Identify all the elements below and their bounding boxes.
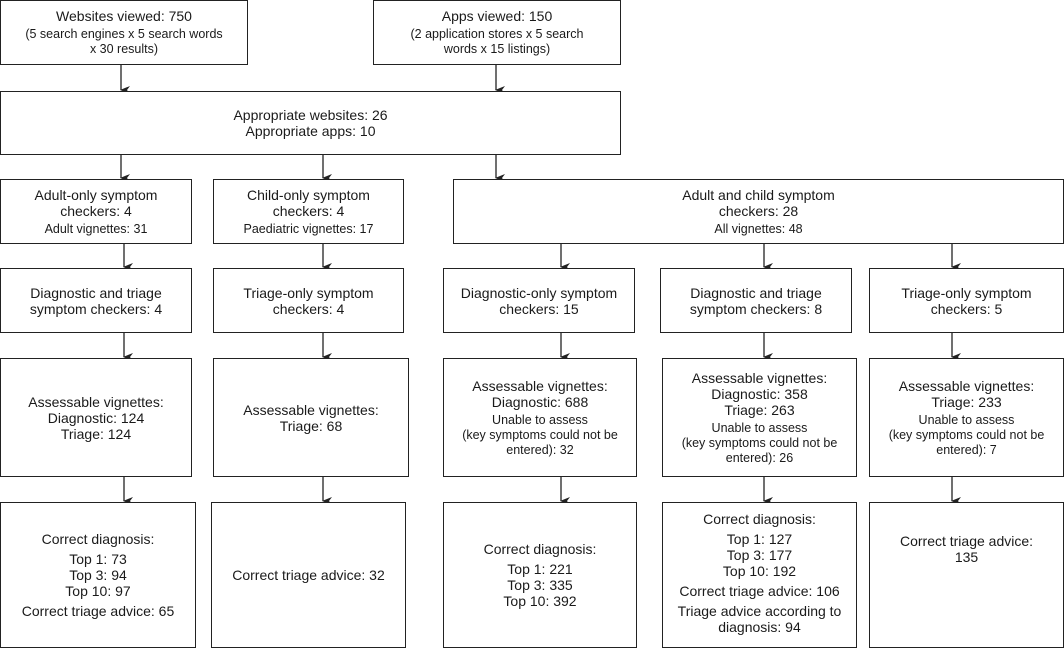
triage-only-unable: Unable to assess (key symptoms could not… (888, 412, 1045, 457)
child-only-box: Child-only symptom checkers: 4 Paediatri… (213, 179, 404, 244)
triage-only-assess-box: Assessable vignettes: Triage: 233 Unable… (869, 358, 1064, 477)
triage-only-type-box: Triage-only symptom checkers: 5 (869, 268, 1064, 333)
child-result-box: Correct triage advice: 32 (211, 502, 406, 648)
diag-only-result-lines: Top 1: 221 Top 3: 335 Top 10: 392 (503, 561, 577, 609)
diag-only-result-title: Correct diagnosis: (483, 541, 597, 557)
diag-only-type: Diagnostic-only symptom checkers: 15 (460, 284, 618, 317)
adult-vignettes: Adult vignettes: 31 (44, 221, 148, 236)
diag-only-assess-title: Assessable vignettes: (472, 377, 608, 394)
child-result-title: Correct triage advice: 32 (232, 567, 385, 583)
adult-only-box: Adult-only symptom checkers: 4 Adult vig… (0, 179, 192, 244)
diag-triage-type: Diagnostic and triage symptom checkers: … (689, 284, 823, 317)
appropriate-websites: Appropriate websites: 26 (233, 107, 388, 123)
diag-triage-assess-lines: Diagnostic: 358 Triage: 263 (711, 385, 808, 418)
diag-only-type-box: Diagnostic-only symptom checkers: 15 (443, 268, 635, 333)
adult-result-lines: Top 1: 73 Top 3: 94 Top 10: 97 (65, 551, 131, 599)
child-vignettes: Paediatric vignettes: 17 (243, 221, 374, 236)
adult-result-extra: Correct triage advice: 65 (21, 603, 175, 619)
diag-only-assess-lines: Diagnostic: 688 (491, 393, 589, 410)
apps-title: Apps viewed: 150 (441, 8, 553, 24)
child-type: Triage-only symptom checkers: 4 (243, 284, 374, 317)
websites-title: Websites viewed: 750 (56, 8, 192, 24)
child-type-box: Triage-only symptom checkers: 4 (213, 268, 404, 333)
adult-assess-box: Assessable vignettes: Diagnostic: 124 Tr… (0, 358, 192, 477)
diag-triage-assess-box: Assessable vignettes: Diagnostic: 358 Tr… (662, 358, 857, 477)
apps-detail: (2 application stores x 5 search words x… (410, 27, 584, 56)
diag-only-assess-box: Assessable vignettes: Diagnostic: 688 Un… (443, 358, 637, 477)
adult-assess-title: Assessable vignettes: (28, 393, 164, 410)
triage-only-result-box: Correct triage advice: 135 (869, 502, 1064, 648)
both-group: Adult and child symptom checkers: 28 (682, 186, 835, 219)
diag-triage-result-extra: Correct triage advice: 106 (679, 583, 840, 599)
appropriate-apps: Appropriate apps: 10 (245, 123, 376, 139)
diag-triage-unable: Unable to assess (key symptoms could not… (681, 420, 838, 465)
diag-triage-result-extra2: Triage advice according to diagnosis: 94 (677, 603, 842, 635)
diag-triage-assess-title: Assessable vignettes: (691, 369, 828, 386)
adult-assess-lines: Diagnostic: 124 Triage: 124 (47, 409, 145, 442)
diag-only-result-box: Correct diagnosis: Top 1: 221 Top 3: 335… (443, 502, 637, 648)
appropriate-box: Appropriate websites: 26 Appropriate app… (0, 91, 621, 155)
adult-result-box: Correct diagnosis: Top 1: 73 Top 3: 94 T… (0, 502, 196, 648)
adult-type-box: Diagnostic and triage symptom checkers: … (0, 268, 192, 333)
child-assess-title: Assessable vignettes: (243, 401, 379, 418)
child-group: Child-only symptom checkers: 4 (247, 186, 370, 219)
triage-only-result-title: Correct triage advice: 135 (899, 533, 1034, 565)
child-assess-box: Assessable vignettes: Triage: 68 (213, 358, 409, 477)
apps-viewed-box: Apps viewed: 150 (2 application stores x… (373, 0, 621, 65)
adult-result-title: Correct diagnosis: (41, 531, 155, 547)
adult-group: Adult-only symptom checkers: 4 (34, 186, 158, 219)
triage-only-assess-lines: Triage: 233 (931, 393, 1002, 410)
adult-child-box: Adult and child symptom checkers: 28 All… (453, 179, 1064, 244)
websites-detail: (5 search engines x 5 search words x 30 … (25, 27, 223, 56)
diag-triage-result-title: Correct diagnosis: (703, 511, 816, 527)
diag-triage-result-box: Correct diagnosis: Top 1: 127 Top 3: 177… (662, 502, 857, 648)
triage-only-type: Triage-only symptom checkers: 5 (901, 284, 1032, 317)
diag-triage-result-lines: Top 1: 127 Top 3: 177 Top 10: 192 (722, 531, 797, 579)
diag-triage-type-box: Diagnostic and triage symptom checkers: … (660, 268, 852, 333)
triage-only-assess-title: Assessable vignettes: (898, 377, 1035, 394)
diag-only-unable: Unable to assess (key symptoms could not… (462, 412, 618, 457)
adult-type: Diagnostic and triage symptom checkers: … (29, 284, 163, 317)
websites-viewed-box: Websites viewed: 750 (5 search engines x… (0, 0, 248, 65)
child-assess-lines: Triage: 68 (279, 417, 343, 434)
both-vignettes: All vignettes: 48 (714, 221, 803, 236)
